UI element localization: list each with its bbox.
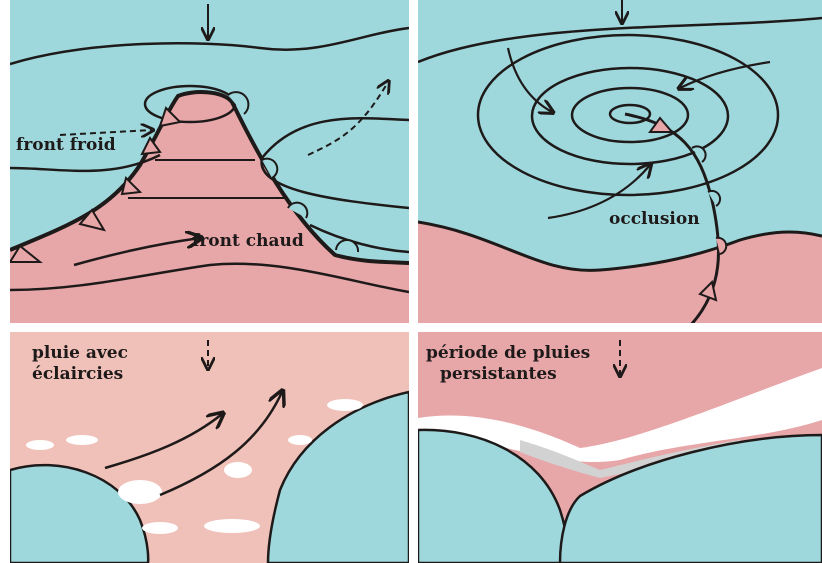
label-occlusion: occlusion xyxy=(609,209,700,230)
label-front-chaud: front chaud xyxy=(192,231,304,252)
label-line: période de pluies xyxy=(426,343,590,364)
panel-occlusion xyxy=(418,0,822,328)
label-front-froid: front froid xyxy=(16,135,116,156)
label-line: persistantes xyxy=(426,364,590,385)
label-pluie-avec-eclaircies: pluie avec éclaircies xyxy=(32,343,128,385)
label-line: éclaircies xyxy=(32,364,128,385)
label-periode-de-pluies: période de pluies persistantes xyxy=(426,343,590,385)
panel-cold-warm-fronts xyxy=(10,0,409,323)
label-line: pluie avec xyxy=(32,343,128,364)
